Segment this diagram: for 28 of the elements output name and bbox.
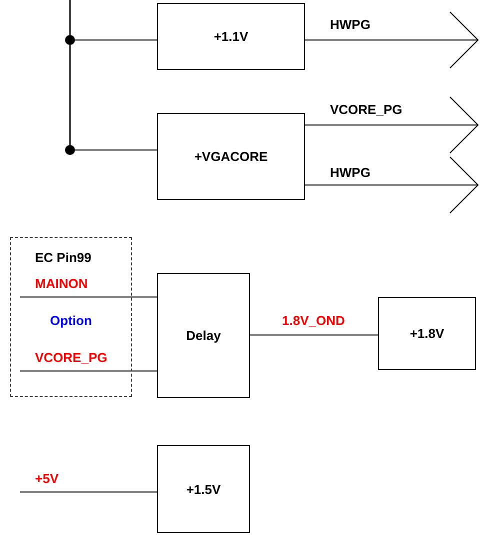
edge-label: HWPG [328, 17, 372, 32]
connection-line [65, 145, 158, 155]
signal-label: VCORE_PG [35, 350, 108, 365]
connection-line [65, 35, 158, 45]
dashed-group-box [10, 237, 132, 397]
edge-label: 1.8V_OND [280, 313, 347, 328]
block-label: Delay [186, 328, 221, 343]
arrow [304, 156, 478, 214]
block-box [157, 445, 250, 533]
block-box [378, 297, 476, 370]
block-box [157, 3, 305, 70]
block-box [157, 113, 305, 200]
block-label: +1.1V [214, 29, 248, 44]
connection-line [20, 296, 158, 298]
connection-line [250, 334, 378, 336]
block-box [157, 273, 250, 398]
arrow [304, 12, 478, 68]
connection-line [20, 370, 158, 372]
block-label: +1.5V [186, 482, 221, 496]
arrow [304, 96, 478, 154]
edge-label: HWPG [328, 165, 372, 180]
signal-label: MAINON [35, 276, 88, 291]
block-label: +1.8V [410, 326, 444, 341]
edge-label: VCORE_PG [328, 102, 404, 117]
pin-label: EC Pin99 [35, 250, 92, 265]
option-note: Option [49, 313, 93, 328]
block-label: +VGACORE [194, 149, 268, 164]
signal-label: +5V [35, 471, 58, 486]
